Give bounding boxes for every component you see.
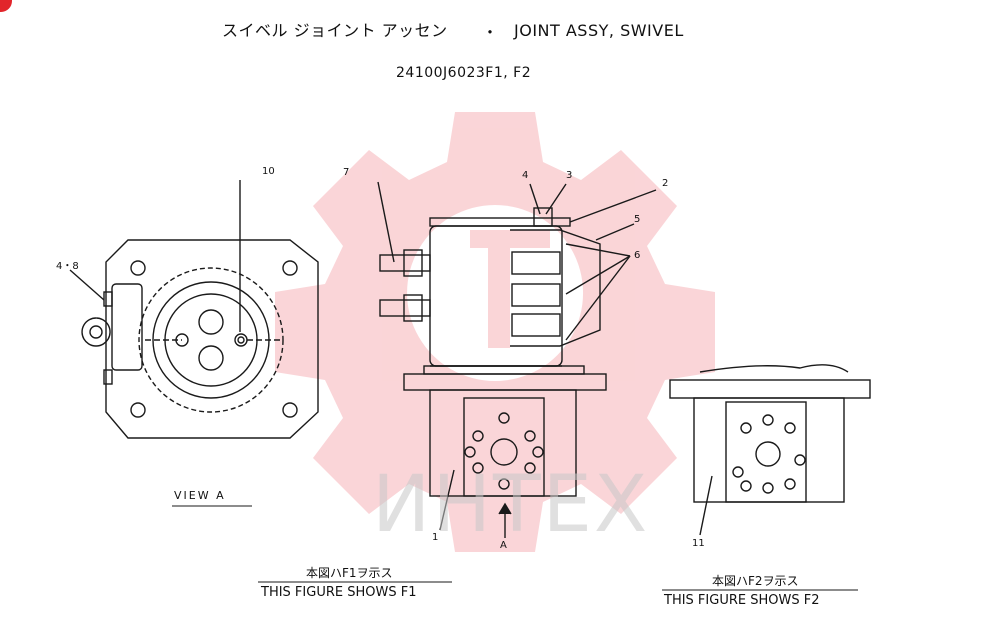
view-a-drawing [69,180,319,507]
caption-f2-japanese: 本図ハF2ヲ示ス [712,574,799,588]
callout-4: 4 [522,170,529,181]
part-number: 24100J6023F1, F2 [396,65,532,81]
callout-10: 10 [262,166,275,177]
callout-7: 7 [343,167,350,178]
title-separator: ・ [482,23,499,42]
callout-6: 6 [634,250,641,261]
watermark-text: ИНТЕХ [372,460,650,550]
callout-2: 2 [662,178,669,189]
callout-5: 5 [634,214,641,225]
title-english: JOINT ASSY, SWIVEL [514,21,684,40]
callout-1: 1 [432,532,439,543]
callout-3: 3 [566,170,573,181]
caption-f2-english: THIS FIGURE SHOWS F2 [664,593,820,608]
caption-f1-english: THIS FIGURE SHOWS F1 [261,585,417,600]
caption-f1-japanese: 本図ハF1ヲ示ス [306,566,393,580]
f1-drawing [377,181,657,538]
callout-arrow-a: A [500,540,507,551]
callout-11: 11 [692,538,705,549]
f2-drawing [669,364,871,536]
title-japanese: スイベル ジョイント アッセン [222,21,448,40]
callout-4-8: 4・8 [56,261,79,272]
view-a-label: VIEW A [174,489,226,502]
watermark-gear [275,112,715,552]
